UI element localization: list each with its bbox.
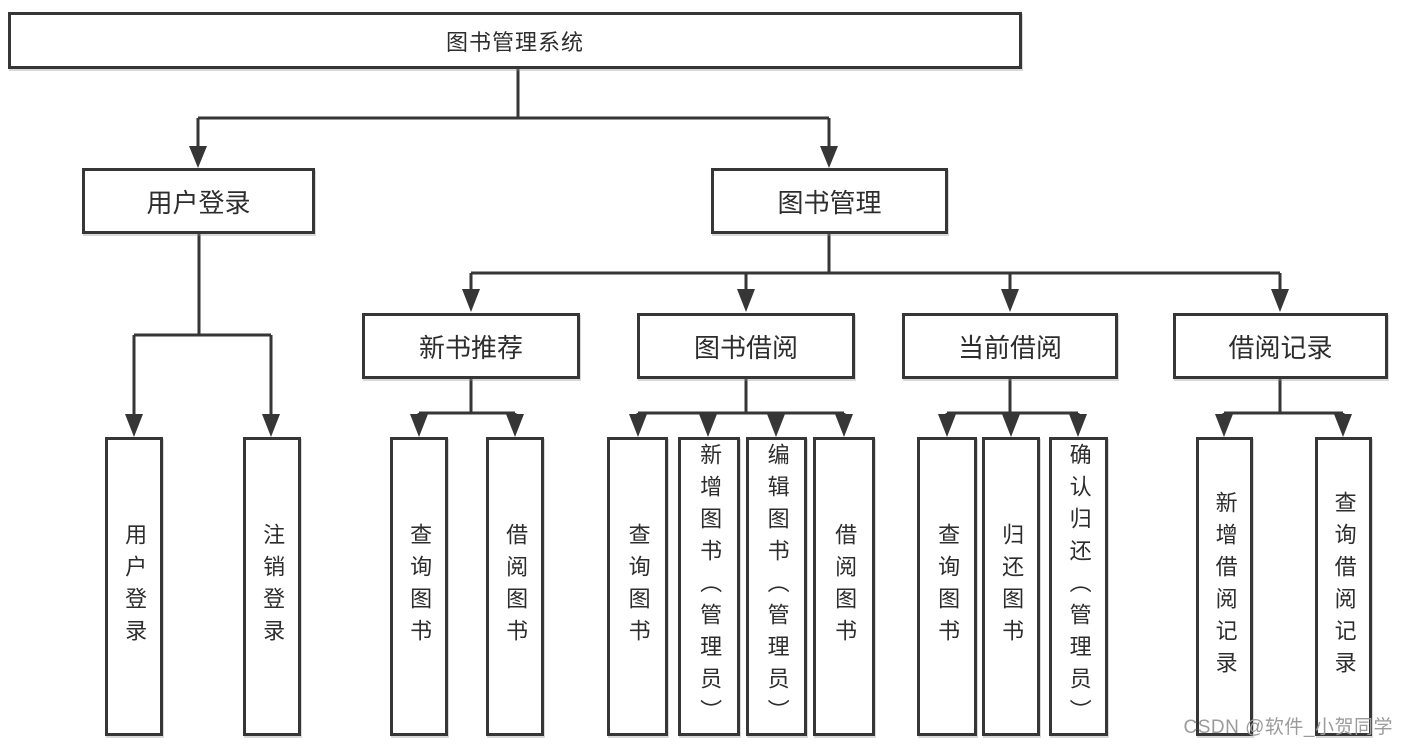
leaf-recommend-query-book: 查询图书 — [390, 437, 448, 736]
leaf-user-login-label: 用户登录 — [122, 522, 148, 651]
leaf-borrowing-borrow-book: 借阅图书 — [813, 437, 875, 736]
node-root-library-system: 图书管理系统 — [8, 12, 1022, 69]
leaf-borrowing-add-book-admin: 新增图书（管理员） — [678, 437, 740, 736]
leaf-borrowing-edit-book-admin: 编辑图书（管理员） — [746, 437, 807, 736]
edge-book-mgmt-to-level3 — [462, 234, 1289, 312]
node-book-borrowing: 图书借阅 — [637, 313, 855, 379]
node-book-management-label: 图书管理 — [777, 187, 882, 218]
node-new-book-recommend-label: 新书推荐 — [418, 332, 523, 363]
edge-new-book-rec-to-leaves — [410, 379, 524, 437]
leaf-recommend-borrow-book: 借阅图书 — [486, 437, 544, 736]
leaf-current-query-book-label: 查询图书 — [935, 522, 961, 651]
leaf-borrowing-query-book: 查询图书 — [607, 437, 668, 736]
leaf-record-add-borrow-record-label: 新增借阅记录 — [1212, 490, 1238, 683]
node-user-login: 用户登录 — [82, 168, 315, 234]
node-borrow-records-label: 借阅记录 — [1228, 332, 1333, 363]
leaf-borrowing-add-book-admin-label: 新增图书（管理员） — [697, 442, 723, 731]
node-user-login-label: 用户登录 — [146, 187, 251, 218]
edge-user-login-to-leaves — [125, 234, 280, 437]
csdn-watermark: CSDN @软件_小贺同学 — [1183, 717, 1393, 738]
edge-current-borrow-to-leaves — [938, 379, 1087, 437]
leaf-record-add-borrow-record: 新增借阅记录 — [1196, 437, 1253, 736]
leaf-current-return-book-label: 归还图书 — [999, 522, 1025, 651]
leaf-recommend-borrow-book-label: 借阅图书 — [503, 522, 529, 651]
leaf-borrowing-query-book-label: 查询图书 — [625, 522, 651, 651]
node-book-management: 图书管理 — [711, 168, 948, 234]
node-borrow-records: 借阅记录 — [1173, 313, 1388, 379]
leaf-logout: 注销登录 — [243, 437, 301, 736]
leaf-recommend-query-book-label: 查询图书 — [407, 522, 433, 651]
leaf-user-login: 用户登录 — [105, 437, 163, 736]
node-new-book-recommend: 新书推荐 — [362, 313, 580, 379]
leaf-current-query-book: 查询图书 — [917, 437, 977, 736]
leaf-logout-label: 注销登录 — [260, 522, 286, 651]
leaf-current-confirm-return-admin: 确认归还（管理员） — [1049, 437, 1108, 736]
edge-book-borrow-to-leaves — [629, 379, 853, 437]
node-book-borrowing-label: 图书借阅 — [693, 332, 798, 363]
leaf-current-confirm-return-admin-label: 确认归还（管理员） — [1066, 442, 1092, 731]
node-current-borrowing-label: 当前借阅 — [957, 332, 1062, 363]
edge-root-to-level2 — [189, 68, 838, 168]
leaf-record-query-borrow-record: 查询借阅记录 — [1315, 437, 1372, 736]
leaf-record-query-borrow-record-label: 查询借阅记录 — [1331, 490, 1357, 683]
edge-borrow-record-to-leaves — [1215, 379, 1352, 437]
node-current-borrowing: 当前借阅 — [902, 313, 1118, 379]
leaf-borrowing-borrow-book-label: 借阅图书 — [832, 522, 858, 651]
node-root-label: 图书管理系统 — [445, 29, 584, 55]
leaf-borrowing-edit-book-admin-label: 编辑图书（管理员） — [764, 442, 790, 731]
leaf-current-return-book: 归还图书 — [982, 437, 1040, 736]
